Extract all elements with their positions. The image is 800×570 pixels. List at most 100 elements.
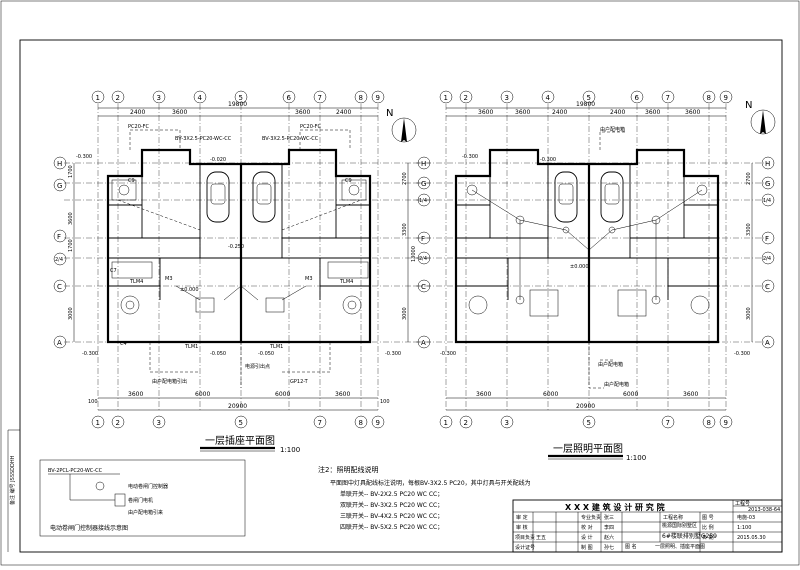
axis-bubble xyxy=(53,252,67,266)
axis-label: 9 xyxy=(376,419,380,427)
axis-bubble xyxy=(91,90,105,104)
axis-label: 1 xyxy=(444,94,448,102)
note-text: 由户配电箱 xyxy=(600,126,625,133)
axis-bubble xyxy=(111,415,125,429)
axis-bubble xyxy=(719,415,733,429)
drawing-no: 电施-03 xyxy=(737,514,755,521)
right-top-axes: 1 2 3 4 5 6 7 8 9 xyxy=(439,90,733,104)
sofa-icon xyxy=(265,297,285,313)
wiring-run xyxy=(599,131,625,150)
dim-text: 3600 xyxy=(128,391,143,398)
dim-text: 2400 xyxy=(336,109,351,116)
garage-cars xyxy=(206,171,276,223)
axis-label: 7 xyxy=(666,419,670,427)
axis-label: 9 xyxy=(724,94,728,102)
project-name: 桃源国际别墅区 xyxy=(662,522,697,529)
wiring-diagonal xyxy=(175,285,307,301)
level-label: -0.020 xyxy=(210,157,226,163)
axis-label: 9 xyxy=(724,419,728,427)
plan-scale: 1:100 xyxy=(280,446,300,454)
axis-label: G xyxy=(421,180,426,188)
garage-cars xyxy=(554,171,624,223)
sofa-icon xyxy=(195,297,215,313)
room-tag: TLM1 xyxy=(269,344,283,350)
date-label: 日 期 xyxy=(702,535,714,541)
dim-text: 3600 xyxy=(335,391,350,398)
axis-label: A xyxy=(421,339,426,347)
axis-bubble xyxy=(53,229,67,243)
dim-text: 1700 xyxy=(68,165,74,178)
axis-bubble xyxy=(282,90,296,104)
tb-sign: 王五 xyxy=(536,535,546,541)
dim-text: 3600 xyxy=(295,109,310,116)
car-icon xyxy=(600,171,624,223)
axis-label: 8 xyxy=(359,94,363,102)
axis-label: 2 xyxy=(116,94,120,102)
north-arrow-right: N xyxy=(745,100,776,135)
scale-value: 1:100 xyxy=(737,525,751,531)
level-label: -0.300 xyxy=(540,157,556,163)
dim-text: 2400 xyxy=(130,109,145,116)
axis-bubble xyxy=(371,90,385,104)
axis-bubble xyxy=(354,90,368,104)
controller-icon xyxy=(95,481,105,491)
dining-table-icon xyxy=(125,300,135,310)
axis-bubble xyxy=(761,279,775,293)
notes-heading: 注2：照明配线说明 xyxy=(318,465,378,474)
north-label: N xyxy=(386,108,393,119)
axis-bubble xyxy=(152,90,166,104)
dim-total: 19800 xyxy=(228,101,247,108)
bath-fixture xyxy=(111,179,137,201)
room-tag: C7 xyxy=(110,268,117,274)
axis-label: 7 xyxy=(318,419,322,427)
dining-table-icon xyxy=(347,300,357,310)
walls xyxy=(106,148,372,344)
axis-label: H xyxy=(57,160,62,168)
axis-label: 3 xyxy=(157,419,161,427)
dim-text: 3600 xyxy=(478,109,493,116)
axis-bubble xyxy=(761,193,775,207)
axis-label: A xyxy=(765,339,770,347)
axis-bubble xyxy=(371,415,385,429)
dim-text: 3300 xyxy=(746,223,752,236)
axis-bubble xyxy=(719,90,733,104)
project-no: 2013-038-64 xyxy=(748,507,780,513)
axis-label: C xyxy=(421,283,426,291)
car-icon xyxy=(554,171,578,223)
light-fixtures xyxy=(466,184,710,317)
north-arrow-icon xyxy=(760,110,766,134)
axis-bubble xyxy=(761,176,775,190)
tb-label: 项目负责 xyxy=(515,534,535,541)
left-row-axes-right: H G 1/4 F 2/4 C A xyxy=(417,156,431,349)
legend-cable: BV-2PCL-PC20-WC-CC xyxy=(48,468,103,474)
axis-bubble xyxy=(313,90,327,104)
axis-label: 2 xyxy=(116,419,120,427)
tb-sign: 赵六 xyxy=(604,534,614,541)
wiring-run xyxy=(299,129,351,150)
axis-label: 5 xyxy=(239,94,243,102)
axis-label: 1 xyxy=(96,419,100,427)
left-row-axes-left: H G F 2/4 C A xyxy=(53,156,67,349)
tb-label: 审 定 xyxy=(516,514,528,521)
bath-fixture xyxy=(341,179,367,201)
car-roof xyxy=(210,183,226,205)
legend-title: 电动卷闸门控制器接线示意图 xyxy=(50,524,128,532)
axis-label: 2/4 xyxy=(55,257,63,263)
note-text: PC20-FC xyxy=(128,124,150,130)
axis-label: 7 xyxy=(666,94,670,102)
dim-text: 6000 xyxy=(623,391,638,398)
fan-icon xyxy=(118,184,130,196)
dim-text: 3600 xyxy=(685,109,700,116)
plan-scale: 1:100 xyxy=(626,454,646,462)
building-name: 6#楼联排别墅G259 xyxy=(662,532,717,540)
dim-text: 3600 xyxy=(683,391,698,398)
axis-bubble xyxy=(111,90,125,104)
note-text: 由户配电箱 xyxy=(604,381,629,388)
north-label: N xyxy=(745,100,752,111)
room-tag: C9 xyxy=(128,178,135,184)
level-label: -0.300 xyxy=(76,154,92,160)
dim-total: 20900 xyxy=(228,403,247,410)
dim-text: 6000 xyxy=(275,391,290,398)
level-label: -0.250 xyxy=(228,244,244,250)
axis-label: F xyxy=(765,235,769,243)
